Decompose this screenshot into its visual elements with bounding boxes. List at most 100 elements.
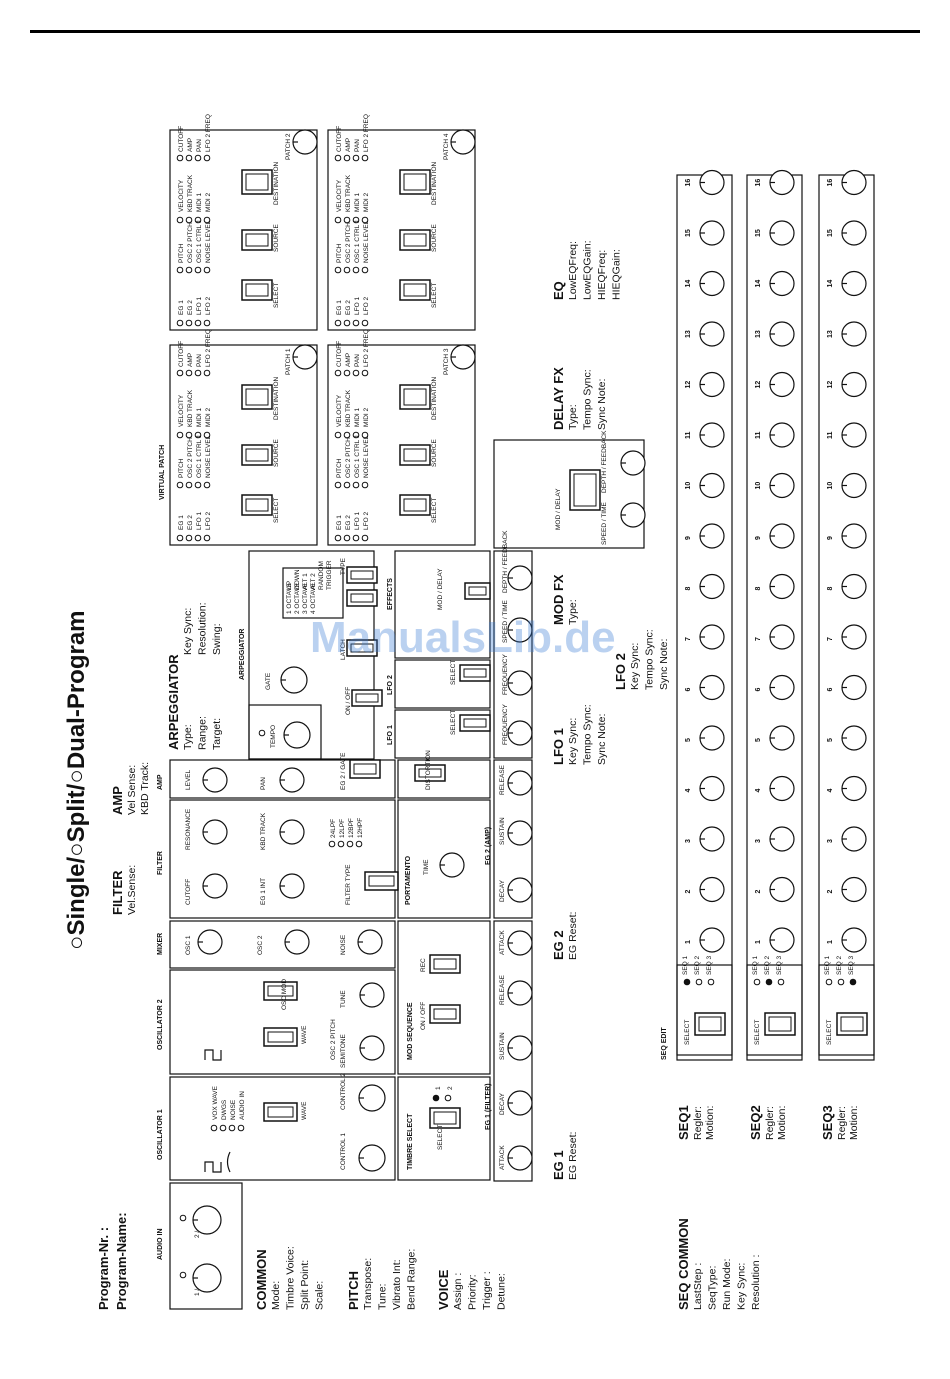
patch-dest-caption: DESTINATION — [273, 161, 280, 205]
patch-source-led — [343, 216, 351, 224]
patch-dest-led — [194, 369, 202, 377]
patch-dest-led — [343, 481, 351, 489]
patch-source-led — [352, 216, 360, 224]
lfo2-select-label: SELECT — [450, 660, 457, 685]
patch-dest-label: NOISE LEVEL — [205, 220, 212, 263]
seq-step-number: 10 — [755, 482, 762, 490]
osc1-wave-switch — [263, 1102, 298, 1122]
eg2-knob-label: ATTACK — [499, 930, 506, 955]
patch-source-label: LFO 1 — [196, 512, 203, 530]
patch-dest-label: LFO 2 FREQ — [205, 114, 212, 152]
seq-select-label: SELECT — [826, 1020, 833, 1045]
voice-item: Assign : — [452, 1273, 464, 1310]
timbre-opt1: 1 — [435, 1086, 442, 1090]
patch-source-led — [334, 431, 342, 439]
lfo1-title: LFO 1 — [387, 725, 394, 745]
pitch-item: Bend Range: — [406, 1249, 418, 1310]
seq-common-header: SEQ COMMON — [676, 1218, 691, 1310]
patch-dest-label: PITCH — [178, 458, 185, 478]
common-item: Scale: — [314, 1281, 326, 1310]
patch-source-led — [194, 319, 202, 327]
eg1-knob-label: ATTACK — [499, 1145, 506, 1170]
seq-step-number: 14 — [685, 280, 692, 288]
osc2-panel — [169, 969, 396, 1075]
patch-source-label: EG 2 — [187, 300, 194, 315]
osc2-mod-caption: OSC MOD — [281, 979, 288, 1010]
eg1-param-item: EG Reset: — [567, 1132, 579, 1180]
seq-step-number: 1 — [685, 940, 692, 944]
filter-panel — [169, 799, 396, 919]
patch-dest-caption: DESTINATION — [431, 161, 438, 205]
switch-inner — [433, 1008, 457, 1020]
seq-step-number: 13 — [685, 330, 692, 338]
watermark: ManualsLib.de — [310, 613, 616, 662]
switch-inner — [267, 985, 294, 997]
portamento-panel — [397, 799, 491, 919]
patch-source-label: LFO 2 — [363, 512, 370, 530]
switch-inner — [403, 498, 427, 512]
filter-title: FILTER — [157, 851, 164, 875]
audio-in-label: 1 / — [194, 1289, 201, 1296]
switch-inner — [573, 473, 597, 507]
switch-inner — [768, 1016, 792, 1032]
patch-source-caption: SOURCE — [431, 439, 438, 467]
common-header: COMMON — [254, 1249, 269, 1310]
arp-title: ARPEGGIATOR — [239, 629, 246, 680]
patch-dest-led — [361, 481, 369, 489]
lfo1-panel — [394, 709, 491, 759]
seq-step-number: 12 — [827, 381, 834, 389]
modfx-param-header: MOD FX — [551, 574, 566, 625]
patch-source-led — [343, 319, 351, 327]
patch-dest-label: CUTOFF — [178, 341, 185, 367]
voice-item: Trigger : — [481, 1271, 493, 1310]
seq-step-number: 15 — [685, 229, 692, 237]
patch-source-led — [176, 431, 184, 439]
seq-opt-label: SEQ 1 — [824, 955, 831, 975]
amp-param-header: AMP — [110, 786, 125, 815]
seq-select-switch — [764, 1012, 796, 1036]
common-item: Split Point: — [299, 1260, 311, 1310]
delay-depth-label: DEPTH / FEEDBACK — [601, 430, 608, 493]
lfo1-param-item: Sync Note: — [596, 714, 608, 765]
delay-param-header: DELAY FX — [551, 367, 566, 430]
amp-panel — [169, 759, 396, 799]
delay-panel — [493, 439, 645, 549]
patch-select-switch — [241, 279, 273, 301]
seq-step-number: 2 — [827, 890, 834, 894]
patch-source-led — [185, 319, 193, 327]
arp-param-item: Key Sync: — [182, 608, 194, 655]
eg2-knob-label: RELEASE — [499, 764, 506, 795]
arp-type-option: TRIGGER — [326, 560, 333, 590]
mixer-osc2-label: OSC 2 — [257, 935, 264, 955]
eg2-knob-label: SUSTAIN — [499, 817, 506, 845]
patch-block — [169, 344, 318, 546]
osc1-wave-label: DWGS — [221, 1099, 228, 1120]
seq-step-number: 16 — [827, 179, 834, 187]
patch-source-switch — [241, 444, 273, 466]
switch-inner — [403, 448, 427, 462]
mixer-noise-label: NOISE — [340, 934, 347, 955]
patch-dest-led — [334, 266, 342, 274]
patch-source-led — [334, 319, 342, 327]
patch-dest-label: OSC 2 PITCH — [345, 222, 352, 263]
filter-type-label: FILTER TYPE — [345, 864, 352, 905]
patch-source-label: KBD TRACK — [187, 174, 194, 212]
patch-dest-led — [352, 369, 360, 377]
timbre-panel — [397, 1076, 491, 1181]
switch-inner — [245, 498, 269, 512]
patch-source-label: MIDI 1 — [196, 407, 203, 427]
seq-step-number: 12 — [755, 381, 762, 389]
timbre-title: TIMBRE SELECT — [407, 1113, 414, 1170]
seq-step-number: 4 — [827, 789, 834, 793]
seq-opt-led — [825, 978, 833, 986]
patch-source-caption: SOURCE — [273, 439, 280, 467]
seq-step-number: 15 — [827, 229, 834, 237]
patch-dest-label: PAN — [196, 139, 203, 152]
eq-param-header: EQ — [551, 281, 566, 300]
seq-header: SEQ2 — [748, 1105, 763, 1140]
switch-inner — [403, 233, 427, 247]
arp-type-option: UP — [286, 581, 293, 590]
seq-step-number: 11 — [827, 431, 834, 439]
switch-inner — [245, 233, 269, 247]
